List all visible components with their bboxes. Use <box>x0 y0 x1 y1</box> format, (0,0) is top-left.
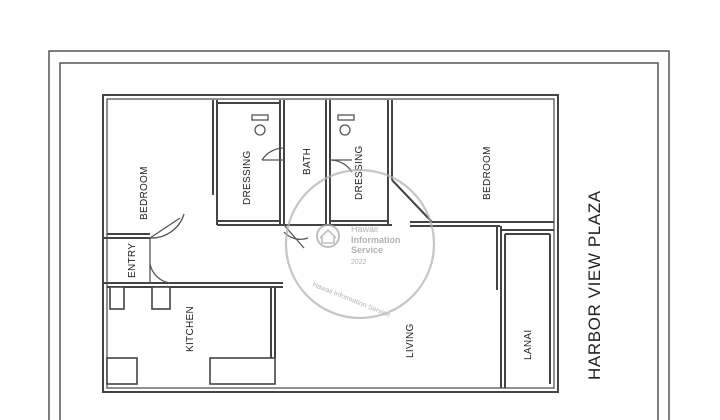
plan-title: HARBOR VIEW PLAZA <box>585 190 604 380</box>
bedroom-left-walls <box>103 100 218 239</box>
bath-core-walls <box>217 100 393 249</box>
label-bath: BATH <box>302 148 313 175</box>
lanai-walls <box>500 233 551 388</box>
bedroom-right-walls <box>391 179 554 290</box>
watermark-arc-text: Hawaii Information Service <box>311 281 391 319</box>
kitchen-walls <box>103 238 283 385</box>
inner-frame <box>59 62 659 420</box>
label-lanai: LANAI <box>523 330 534 360</box>
watermark-ring <box>284 168 436 320</box>
label-bedroom-right: BEDROOM <box>482 146 493 200</box>
house-icon <box>316 224 340 248</box>
outer-frame <box>48 50 670 420</box>
label-dressing-right: DRESSING <box>354 145 365 200</box>
label-kitchen: KITCHEN <box>185 306 196 352</box>
watermark-line-3: Service <box>351 245 383 255</box>
watermark-line-1: Hawaii <box>351 224 378 234</box>
unit-walls <box>102 94 559 393</box>
watermark-line-2: Information <box>351 235 401 245</box>
label-bedroom-left: BEDROOM <box>139 166 150 220</box>
label-entry: ENTRY <box>127 243 138 278</box>
label-dressing-left: DRESSING <box>242 150 253 205</box>
watermark-year: 2022 <box>351 259 367 266</box>
label-living: LIVING <box>405 323 416 358</box>
